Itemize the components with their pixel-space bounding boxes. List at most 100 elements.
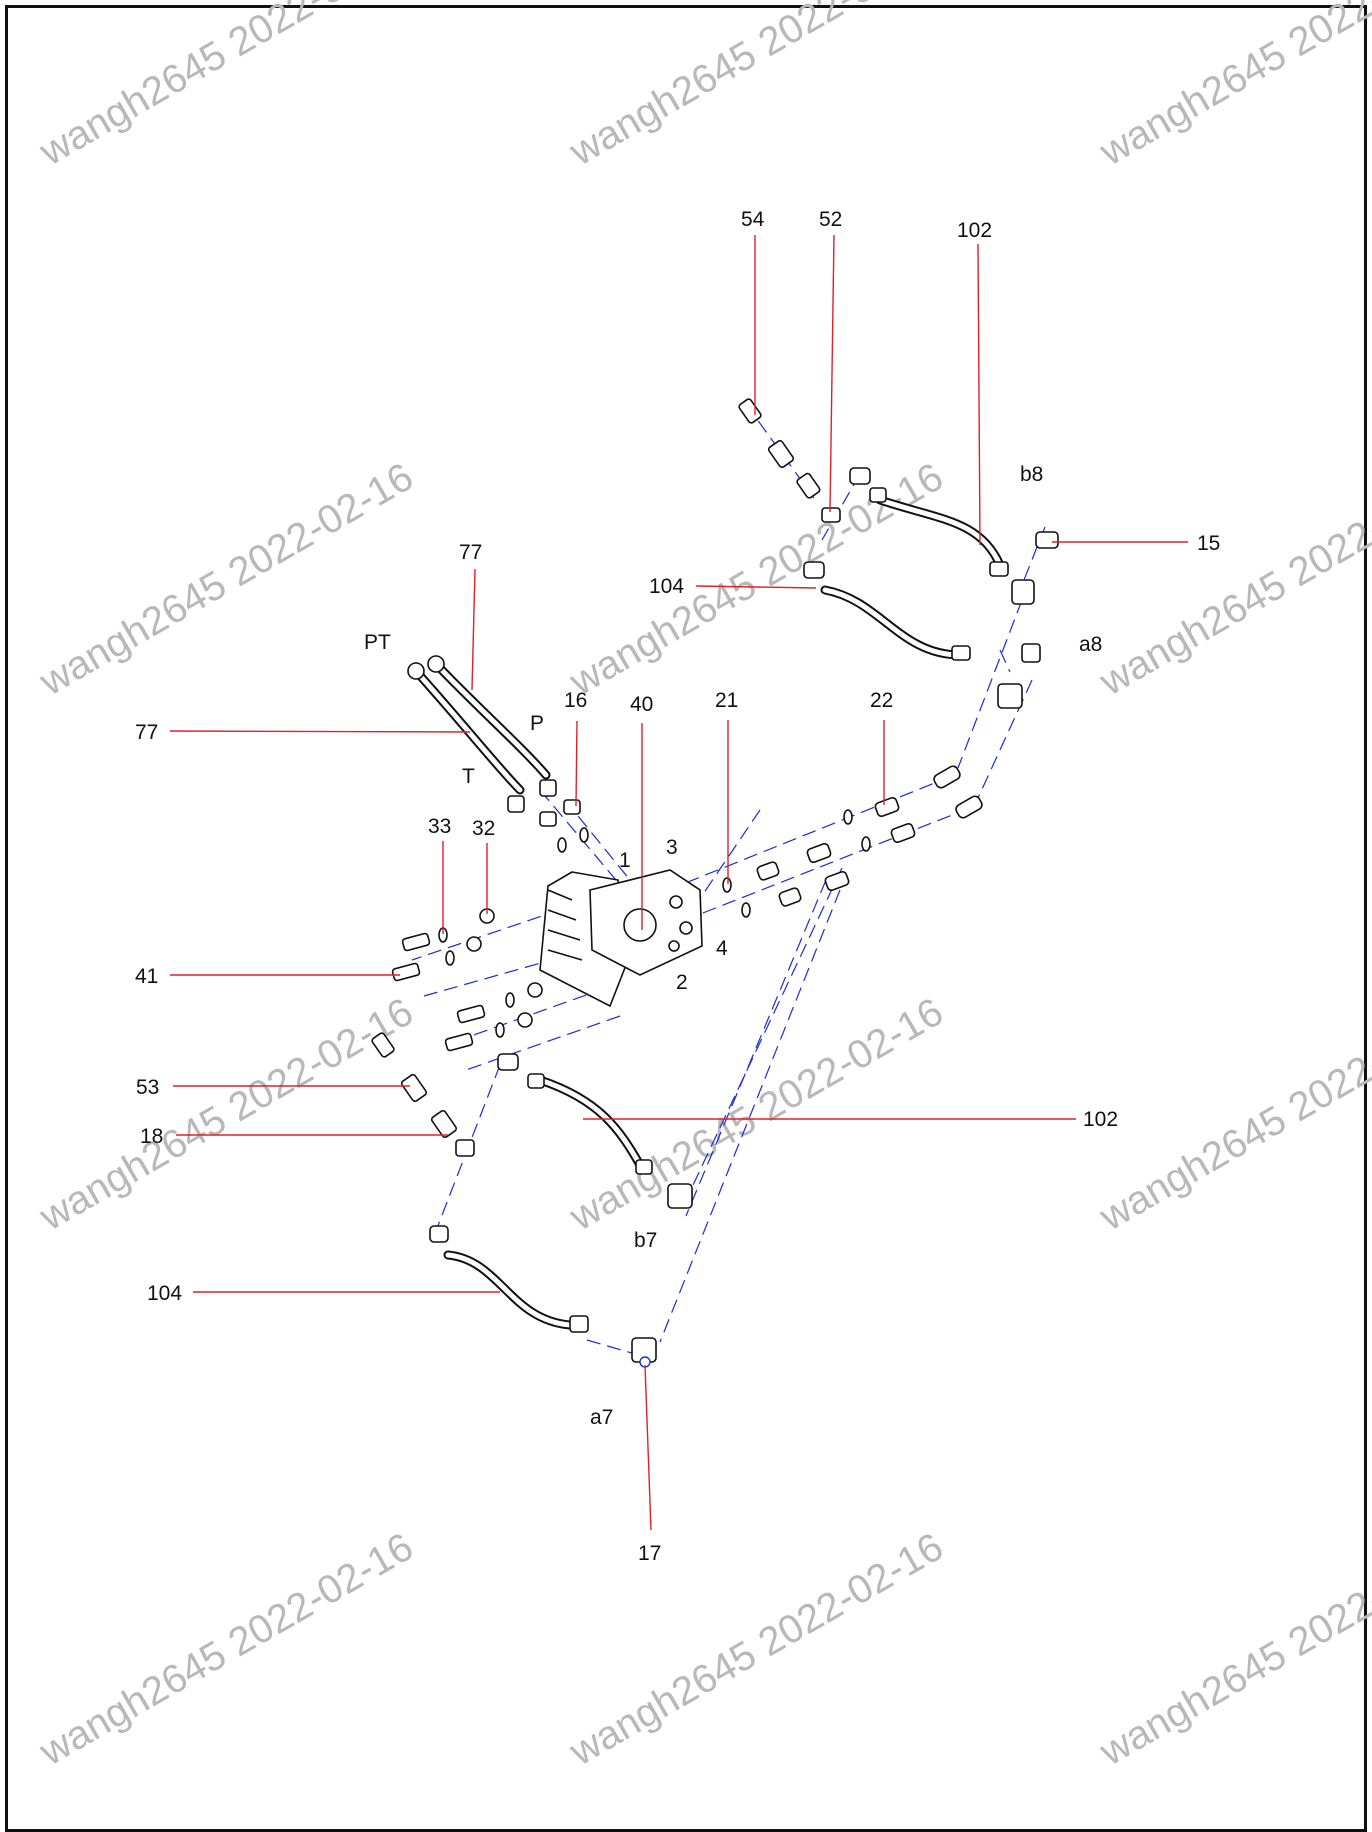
callout-40: 40 bbox=[630, 693, 653, 716]
callout-21: 21 bbox=[715, 689, 738, 712]
elbow-fitting bbox=[455, 1139, 475, 1157]
callout-a7: a7 bbox=[590, 1406, 613, 1429]
washer bbox=[517, 1012, 533, 1028]
fitting-22 bbox=[874, 796, 900, 818]
port-hole bbox=[669, 895, 683, 909]
valve-fin bbox=[547, 909, 577, 921]
fitting bbox=[756, 861, 780, 881]
callout-port-4: 4 bbox=[716, 937, 728, 960]
axis-line bbox=[659, 889, 841, 1343]
o-ring-21 bbox=[722, 877, 732, 893]
callout-33: 33 bbox=[428, 815, 451, 838]
hose-end-pt bbox=[427, 655, 445, 673]
leader-102-top bbox=[977, 243, 981, 546]
leader-52 bbox=[829, 234, 835, 513]
washer bbox=[466, 936, 482, 952]
axis-line bbox=[957, 599, 1023, 769]
axis-line bbox=[667, 775, 953, 891]
port-hole bbox=[668, 940, 680, 952]
callout-15: 15 bbox=[1197, 532, 1220, 555]
bolt bbox=[456, 1004, 486, 1024]
axis-line bbox=[679, 807, 971, 923]
fitting bbox=[796, 472, 821, 499]
valve-fin bbox=[547, 949, 583, 961]
axis-line bbox=[999, 649, 1011, 673]
callout-104-bottom: 104 bbox=[147, 1282, 182, 1305]
fitting bbox=[890, 822, 916, 844]
hoses bbox=[410, 495, 1005, 1330]
elbow-fitting bbox=[429, 1225, 449, 1243]
hose-core bbox=[433, 661, 549, 778]
elbow-fitting bbox=[497, 1053, 519, 1071]
elbow-fitting bbox=[955, 795, 983, 819]
fitting-52 bbox=[821, 507, 841, 523]
callout-102-top: 102 bbox=[957, 219, 992, 242]
fitting-t bbox=[539, 811, 557, 827]
callout-52: 52 bbox=[819, 208, 842, 231]
callout-b7: b7 bbox=[634, 1229, 657, 1252]
leader-77-left bbox=[169, 730, 471, 733]
bolt bbox=[391, 962, 421, 982]
fitting-16 bbox=[563, 799, 581, 815]
callout-102-bottom: 102 bbox=[1083, 1108, 1118, 1131]
leader-77-top bbox=[471, 568, 476, 691]
axis-line bbox=[685, 879, 827, 1217]
elbow-fitting bbox=[803, 561, 825, 579]
hose-end bbox=[569, 1315, 589, 1333]
callout-port-2: 2 bbox=[676, 971, 688, 994]
hose-end-p bbox=[539, 779, 557, 797]
nut-fitting bbox=[767, 439, 795, 469]
elbow-fitting bbox=[824, 870, 850, 892]
valve-fin bbox=[547, 929, 581, 941]
callout-labels: 54 52 102 b8 15 104 a8 77 PT 77 P T 16 4… bbox=[135, 208, 1220, 1565]
elbow-fitting bbox=[806, 842, 832, 864]
leader-16 bbox=[575, 720, 578, 807]
fitting-15 bbox=[1035, 531, 1059, 549]
o-ring bbox=[445, 950, 455, 966]
leader-17 bbox=[644, 1364, 652, 1531]
hose-core bbox=[877, 497, 1003, 568]
hose-end bbox=[951, 645, 971, 661]
o-ring bbox=[579, 827, 589, 843]
callout-41: 41 bbox=[135, 965, 158, 988]
o-ring bbox=[495, 1022, 505, 1038]
bolt bbox=[444, 1032, 474, 1052]
callout-p: P bbox=[530, 712, 544, 735]
o-ring bbox=[741, 902, 751, 918]
callout-77-left: 77 bbox=[135, 721, 158, 744]
axis-line bbox=[465, 1015, 621, 1071]
callout-b8: b8 bbox=[1020, 463, 1043, 486]
callout-32: 32 bbox=[472, 817, 495, 840]
tee-fitting-a8 bbox=[997, 683, 1023, 709]
o-ring bbox=[843, 809, 853, 825]
hose-core bbox=[445, 1252, 573, 1328]
fitting-53-end bbox=[371, 1032, 395, 1058]
o-ring bbox=[505, 992, 515, 1008]
hose-core bbox=[822, 587, 963, 658]
fitting-54 bbox=[738, 398, 762, 424]
valve-boss bbox=[623, 908, 657, 942]
hose-102-bottom bbox=[535, 1075, 645, 1170]
hose-end bbox=[869, 487, 887, 503]
hose-core bbox=[412, 667, 523, 793]
tee-fitting bbox=[1011, 579, 1035, 605]
axis-line bbox=[977, 679, 1033, 799]
hose-core bbox=[537, 1077, 643, 1168]
fittings bbox=[371, 398, 1059, 1368]
callout-a8: a8 bbox=[1079, 633, 1102, 656]
callout-port-3: 3 bbox=[666, 836, 678, 859]
callout-17: 17 bbox=[638, 1542, 661, 1565]
tee-fitting-b7 bbox=[667, 1183, 693, 1209]
hose-end-pt bbox=[407, 662, 425, 680]
hose-end bbox=[635, 1159, 653, 1175]
axis-line bbox=[685, 867, 843, 1201]
callout-18: 18 bbox=[140, 1125, 163, 1148]
washer bbox=[527, 982, 543, 998]
axis-line bbox=[564, 799, 631, 881]
callout-22: 22 bbox=[870, 689, 893, 712]
axis-line bbox=[453, 987, 607, 1043]
callout-port-1: 1 bbox=[619, 849, 631, 872]
valve-fin bbox=[547, 889, 573, 901]
hose-end-t bbox=[507, 795, 525, 813]
